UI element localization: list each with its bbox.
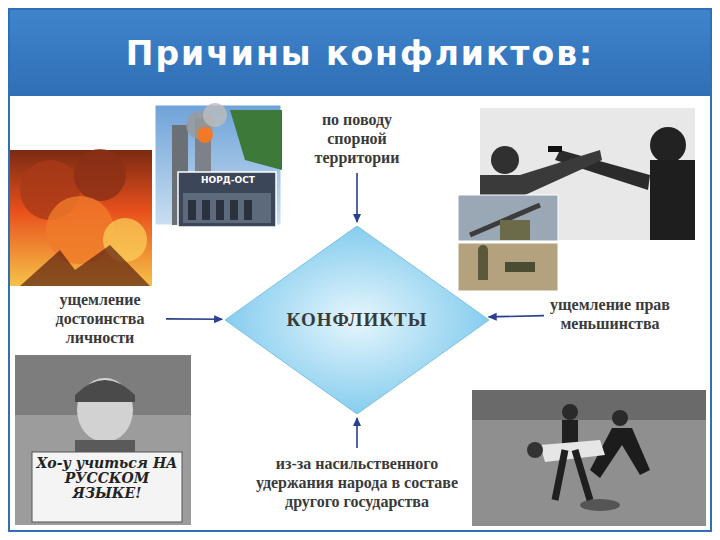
arrow-connector [166, 318, 222, 320]
photo-caption: Хо-у учиться НА РУССКОМ ЯЗЫКЕ! [36, 456, 178, 501]
cause-label: из-за насильственного удержания народа в… [237, 452, 477, 513]
cause-label: по поводу спорной территории [296, 108, 418, 169]
cause-label: ущемление прав меньшинства [548, 293, 672, 335]
arrow-connector [356, 173, 358, 222]
standoff-photo [480, 108, 695, 240]
node-text: КОНФЛИКТЫ [287, 309, 428, 331]
node-text: из-за насильственного удержания народа в… [239, 454, 475, 511]
soldiers-photo [458, 195, 558, 291]
slide-title: Причины конфликтов: [10, 10, 710, 96]
theatre-photo [178, 172, 276, 227]
arrow-connector [489, 316, 544, 317]
node-text: ущемление достоинства личности [40, 290, 160, 347]
node-text: ущемление прав меньшинства [550, 295, 670, 333]
towers-photo [155, 103, 282, 225]
protest-photo [15, 355, 191, 525]
street-fight-photo [472, 390, 706, 526]
cause-label: ущемление достоинства личности [38, 288, 162, 349]
arrow-connector [356, 418, 358, 448]
slide-frame [9, 9, 711, 531]
fire-photo [10, 149, 152, 286]
node-text: по поводу спорной территории [298, 110, 416, 167]
title-bar [10, 10, 710, 96]
decision-diamond: КОНФЛИКТЫ [224, 225, 490, 415]
photo-caption: НОРД-ОСТ [182, 175, 274, 185]
